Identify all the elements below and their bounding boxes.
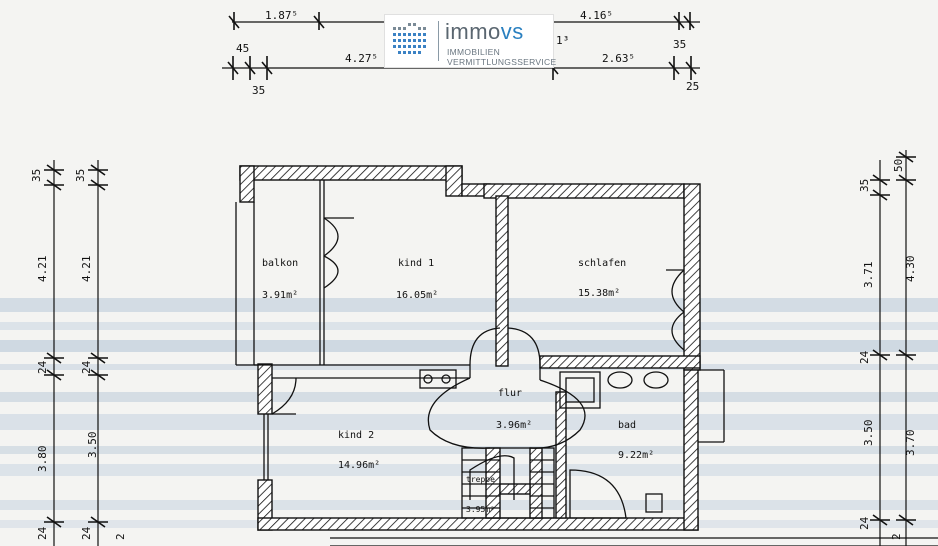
logo-subline-1: IMMOBILIEN [447, 47, 501, 57]
dim-right-2: 3.71 [862, 262, 875, 289]
company-logo[interactable]: immovs IMMOBILIEN VERMITTLUNGSSERVICE [384, 14, 557, 68]
room-balkon-area: 3.91m² [262, 290, 298, 301]
dim-right-4: 3.50 [862, 420, 875, 447]
dim-top-7: 2.63⁵ [602, 52, 635, 65]
dim-left-7: 4.21 [80, 256, 93, 283]
room-kind2-name: kind 2 [338, 430, 374, 441]
room-bad-area: 9.22m² [618, 450, 654, 461]
dim-top-4: 4.27⁵ [345, 52, 378, 65]
room-kind1-name: kind 1 [398, 258, 434, 269]
dim-left-11: 2 [114, 533, 127, 540]
logo-wordmark: immovs [445, 19, 524, 45]
scan-stripes [0, 298, 938, 528]
dim-right-3: 24 [858, 350, 871, 364]
dim-left-2: 4.21 [36, 256, 49, 283]
dim-right-6: 2 [890, 533, 903, 540]
dim-left-5: 24 [36, 526, 49, 540]
dim-left-8: 24 [80, 360, 93, 374]
logo-name-part1: immo [445, 19, 501, 44]
dim-top-2: 4.16⁵ [580, 9, 613, 22]
room-treppe-area: 3.95m² [466, 505, 495, 514]
room-treppe-name: treppe [466, 475, 495, 484]
logo-divider [438, 21, 439, 61]
dim-right-5: 24 [858, 516, 871, 530]
dim-left-1: 35 [30, 169, 43, 182]
dim-top-1: 1.87⁵ [265, 9, 298, 22]
dim-left-10: 24 [80, 526, 93, 540]
dim-right-1: 35 [858, 179, 871, 192]
interior-lines [235, 180, 938, 546]
dim-left-3: 24 [36, 360, 49, 374]
right-dimensions [870, 150, 916, 546]
room-schlafen-name: schlafen [578, 258, 626, 269]
room-kind2-area: 14.96m² [338, 460, 380, 471]
dim-left-9: 3.50 [86, 432, 99, 459]
dim-top-5: 1³ [556, 34, 569, 47]
room-flur-name: flur [498, 388, 522, 399]
top-dimensions [222, 12, 700, 80]
dim-right-7: 50 [892, 159, 905, 172]
dim-top-8: 35 [252, 84, 265, 97]
building-grid-icon [393, 23, 426, 54]
room-balkon-name: balkon [262, 258, 298, 269]
walls [239, 165, 701, 531]
room-schlafen-area: 15.38m² [578, 288, 620, 299]
dim-right-8: 4.30 [904, 256, 917, 283]
dim-top-6: 35 [673, 38, 686, 51]
room-bad-name: bad [618, 420, 636, 431]
room-flur-area: 3.96m² [496, 420, 532, 431]
left-dimensions [44, 160, 108, 546]
logo-name-part2: vs [500, 19, 524, 44]
logo-subline-2: VERMITTLUNGSSERVICE [447, 57, 557, 67]
dim-top-9: 25 [686, 80, 699, 93]
dim-right-9: 3.70 [904, 430, 917, 457]
dim-left-4: 3.80 [36, 446, 49, 473]
room-kind1-area: 16.05m² [396, 290, 438, 301]
dim-top-3: 45 [236, 42, 249, 55]
dim-left-6: 35 [74, 169, 87, 182]
